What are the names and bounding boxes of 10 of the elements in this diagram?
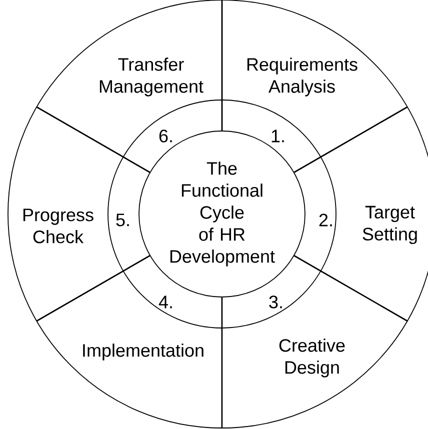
- step-number: 3.: [269, 296, 282, 308]
- step-number: 1.: [272, 130, 284, 142]
- segment-label: Target Setting: [362, 206, 417, 244]
- step-number: 4.: [158, 296, 172, 308]
- segment-label: Implementation: [83, 344, 204, 360]
- step-number: 6.: [159, 130, 172, 142]
- segment-label: Creative Design: [279, 338, 345, 378]
- segment-label: Progress Check: [23, 208, 94, 244]
- segment-label: Requirements Analysis: [247, 58, 358, 96]
- segment-label: Transfer Management: [100, 58, 204, 96]
